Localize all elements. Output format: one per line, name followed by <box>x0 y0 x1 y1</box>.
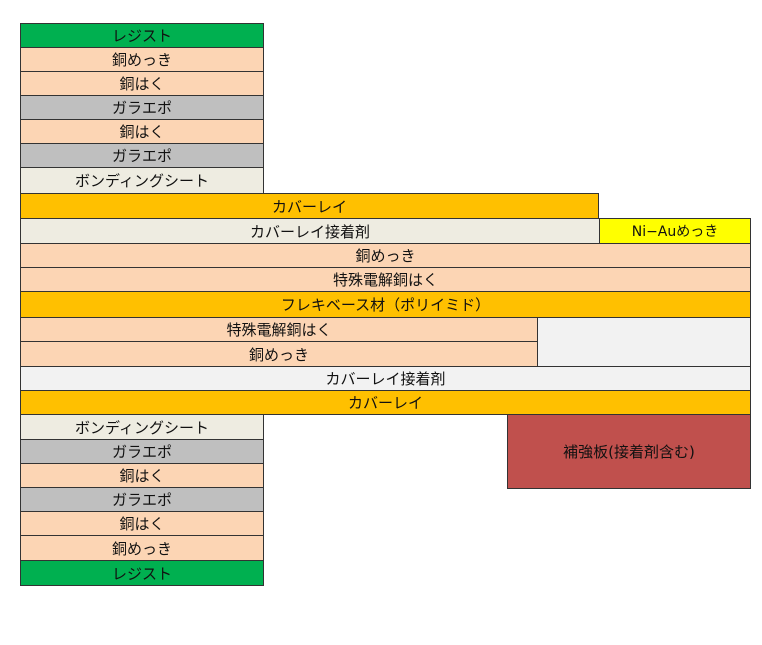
bottom-copper-foil-layer-1: 銅はく <box>20 463 264 488</box>
top-glass-epoxy-layer-1: ガラエポ <box>20 95 264 120</box>
upper-coverlay-adhesive-layer: カバーレイ接着剤 <box>20 218 600 244</box>
layer-label: 銅はく <box>119 123 165 141</box>
layer-label: カバーレイ <box>347 394 423 412</box>
layer-label: レジスト <box>111 564 172 583</box>
layer-label: ガラエポ <box>111 99 172 117</box>
flex-copper-foil-bottom-layer: 特殊電解銅はく <box>20 317 538 342</box>
layer-label: 銅めっき <box>111 51 172 69</box>
lower-coverlay-layer: カバーレイ <box>20 390 751 415</box>
layer-label: 銅めっき <box>111 539 172 558</box>
layer-label: カバーレイ <box>271 197 347 216</box>
niau-plating-layer: Ni−Auめっき <box>599 218 751 244</box>
top-glass-epoxy-layer-2: ガラエポ <box>20 143 264 168</box>
layer-label: 銅はく <box>119 515 165 533</box>
upper-coverlay-layer: カバーレイ <box>20 193 599 219</box>
layer-label: Ni−Auめっき <box>631 224 719 240</box>
bottom-copper-foil-layer-2: 銅はく <box>20 511 264 536</box>
bottom-bonding-sheet-layer: ボンディングシート <box>20 414 264 440</box>
light-fill-area <box>537 317 751 367</box>
flex-copper-plating-top-layer: 銅めっき <box>20 243 751 268</box>
layer-label: 銅はく <box>119 75 165 93</box>
bottom-resist-layer: レジスト <box>20 560 264 586</box>
top-copper-foil-layer-1: 銅はく <box>20 71 264 96</box>
stiffener-plate: 補強板(接着剤含む) <box>507 414 751 489</box>
top-copper-plating-layer: 銅めっき <box>20 47 264 72</box>
layer-label: 銅めっき <box>248 345 309 364</box>
top-copper-foil-layer-2: 銅はく <box>20 119 264 144</box>
layer-label: カバーレイ接着剤 <box>325 370 446 388</box>
top-bonding-sheet-layer: ボンディングシート <box>20 167 264 194</box>
layer-label: 補強板(接着剤含む) <box>563 443 695 461</box>
layer-label: ガラエポ <box>111 443 172 461</box>
bottom-glass-epoxy-layer-2: ガラエポ <box>20 487 264 512</box>
flex-copper-plating-bottom-layer: 銅めっき <box>20 341 538 367</box>
flex-copper-foil-top-layer: 特殊電解銅はく <box>20 267 751 292</box>
flex-base-polyimide-layer: フレキベース材（ポリイミド） <box>20 291 751 318</box>
layer-label: 特殊電解銅はく <box>332 271 438 289</box>
layer-label: 銅はく <box>119 467 165 485</box>
layer-label: ボンディングシート <box>75 172 209 190</box>
lower-coverlay-adhesive-layer: カバーレイ接着剤 <box>20 366 751 391</box>
layer-label: ボンディングシート <box>75 418 209 437</box>
bottom-glass-epoxy-layer-1: ガラエポ <box>20 439 264 464</box>
top-resist-layer: レジスト <box>20 23 264 48</box>
layer-label: レジスト <box>111 27 172 45</box>
layer-label: ガラエポ <box>111 147 172 165</box>
bottom-copper-plating-layer: 銅めっき <box>20 535 264 561</box>
layer-label: ガラエポ <box>111 491 172 509</box>
layer-label: 銅めっき <box>355 247 416 265</box>
layer-label: フレキベース材（ポリイミド） <box>280 296 491 314</box>
layer-label: カバーレイ接着剤 <box>249 222 370 241</box>
layer-label: 特殊電解銅はく <box>226 321 332 339</box>
